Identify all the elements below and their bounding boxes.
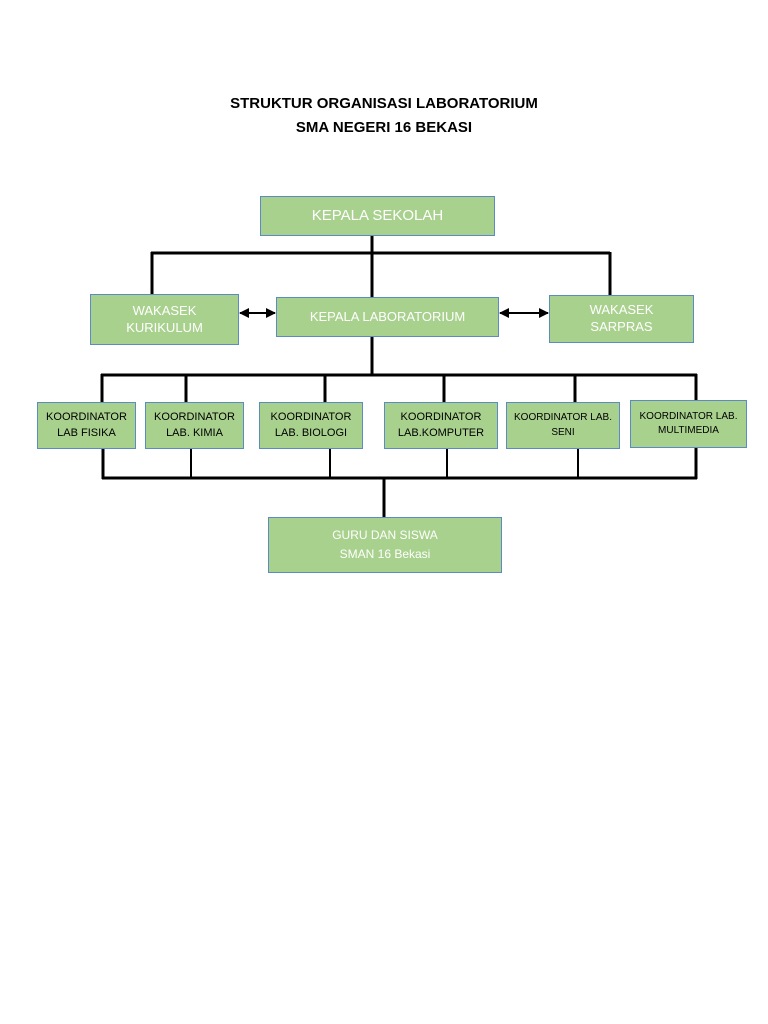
- node-koordinator-multimedia: KOORDINATOR LAB. MULTIMEDIA: [630, 400, 747, 448]
- node-kepala-laboratorium: KEPALA LABORATORIUM: [276, 297, 499, 337]
- node-label: SENI: [551, 426, 575, 438]
- node-koordinator-biologi: KOORDINATOR LAB. BIOLOGI: [259, 402, 363, 449]
- chart-title-line-1: STRUKTUR ORGANISASI LABORATORIUM: [230, 95, 538, 112]
- node-label: KOORDINATOR: [154, 410, 235, 423]
- node-koordinator-seni: KOORDINATOR LAB. SENI: [506, 402, 620, 449]
- node-label: KOORDINATOR LAB.: [639, 410, 738, 422]
- node-label: KURIKULUM: [126, 319, 203, 335]
- node-label: LAB. KIMIA: [166, 426, 223, 439]
- node-koordinator-komputer: KOORDINATOR LAB.KOMPUTER: [384, 402, 498, 449]
- node-label: LAB.KOMPUTER: [397, 426, 485, 439]
- node-label: SMAN 16 Bekasi: [339, 547, 431, 561]
- node-kepala-sekolah: KEPALA SEKOLAH: [260, 196, 495, 236]
- node-koordinator-fisika: KOORDINATOR LAB FISIKA: [37, 402, 136, 449]
- node-wakasek-sarpras: WAKASEK SARPRAS: [549, 295, 694, 343]
- node-label: GURU DAN SISWA: [332, 527, 438, 542]
- node-label: KEPALA LABORATORIUM: [309, 308, 466, 324]
- chart-title-line-2: SMA NEGERI 16 BEKASI: [295, 119, 473, 136]
- node-label: KOORDINATOR: [400, 410, 482, 423]
- node-label: KOORDINATOR LAB.: [514, 412, 612, 423]
- node-label: KEPALA SEKOLAH: [311, 207, 444, 225]
- node-label: KOORDINATOR: [46, 410, 127, 423]
- node-koordinator-kimia: KOORDINATOR LAB. KIMIA: [145, 402, 244, 449]
- node-guru-dan-siswa: GURU DAN SISWA SMAN 16 Bekasi: [268, 517, 502, 573]
- node-label: SARPRAS: [590, 319, 653, 334]
- node-label: LAB FISIKA: [57, 426, 116, 439]
- node-label: KOORDINATOR: [270, 410, 352, 423]
- node-wakasek-kurikulum: WAKASEK KURIKULUM: [90, 294, 239, 345]
- node-label: WAKASEK: [589, 302, 654, 318]
- node-label: MULTIMEDIA: [658, 425, 719, 436]
- node-label: WAKASEK: [132, 302, 197, 318]
- node-label: LAB. BIOLOGI: [274, 426, 348, 439]
